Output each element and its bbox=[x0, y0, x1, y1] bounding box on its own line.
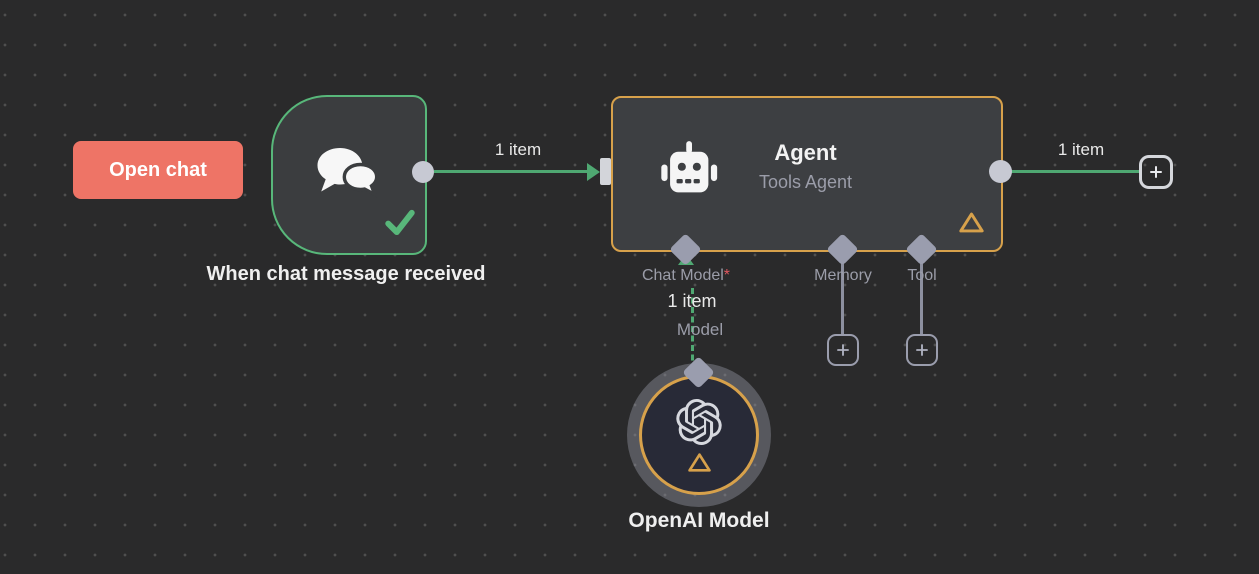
warning-triangle-icon bbox=[958, 211, 985, 239]
connection-arrow-icon bbox=[587, 163, 600, 181]
agent-input-handle[interactable] bbox=[600, 158, 611, 185]
trigger-node-label: When chat message received bbox=[206, 263, 486, 285]
agent-output-handle[interactable] bbox=[989, 160, 1012, 183]
memory-port-label: Memory bbox=[814, 267, 872, 284]
openai-logo-icon bbox=[676, 398, 722, 450]
plus-icon bbox=[837, 344, 849, 356]
connection-agent-to-next[interactable] bbox=[1010, 170, 1140, 173]
add-tool-button[interactable] bbox=[906, 334, 938, 366]
model-connection-items-count: 1 item bbox=[667, 291, 717, 311]
add-next-node-button[interactable] bbox=[1139, 155, 1173, 189]
chat-model-port-label: Chat Model* bbox=[641, 267, 731, 284]
agent-node-subtitle: Tools Agent bbox=[758, 172, 853, 192]
connection-items-count: 1 item bbox=[494, 140, 542, 159]
openai-model-node[interactable] bbox=[639, 375, 759, 495]
connection-trigger-to-agent[interactable] bbox=[434, 170, 588, 173]
add-memory-button[interactable] bbox=[827, 334, 859, 366]
agent-node[interactable]: Agent Tools Agent bbox=[611, 96, 1003, 252]
tool-port-stub-line bbox=[920, 261, 923, 335]
plus-icon bbox=[1150, 166, 1162, 178]
agent-output-items-count: 1 item bbox=[1057, 140, 1105, 159]
chat-bubbles-icon bbox=[311, 145, 385, 208]
required-marker: * bbox=[723, 267, 731, 284]
plus-icon bbox=[916, 344, 928, 356]
agent-node-title: Agent bbox=[774, 140, 837, 165]
open-chat-button[interactable]: Open chat bbox=[73, 141, 243, 199]
memory-port-stub-line bbox=[841, 261, 844, 335]
success-check-icon bbox=[383, 208, 417, 243]
connection-model-to-agent[interactable] bbox=[691, 288, 694, 370]
robot-icon bbox=[659, 140, 719, 211]
openai-node-label: OpenAI Model bbox=[628, 509, 770, 532]
model-output-port-label: Model bbox=[676, 320, 724, 339]
warning-triangle-icon bbox=[687, 452, 712, 478]
tool-port-label: Tool bbox=[907, 267, 937, 284]
chat-trigger-node[interactable] bbox=[271, 95, 427, 255]
trigger-output-handle[interactable] bbox=[412, 161, 434, 183]
